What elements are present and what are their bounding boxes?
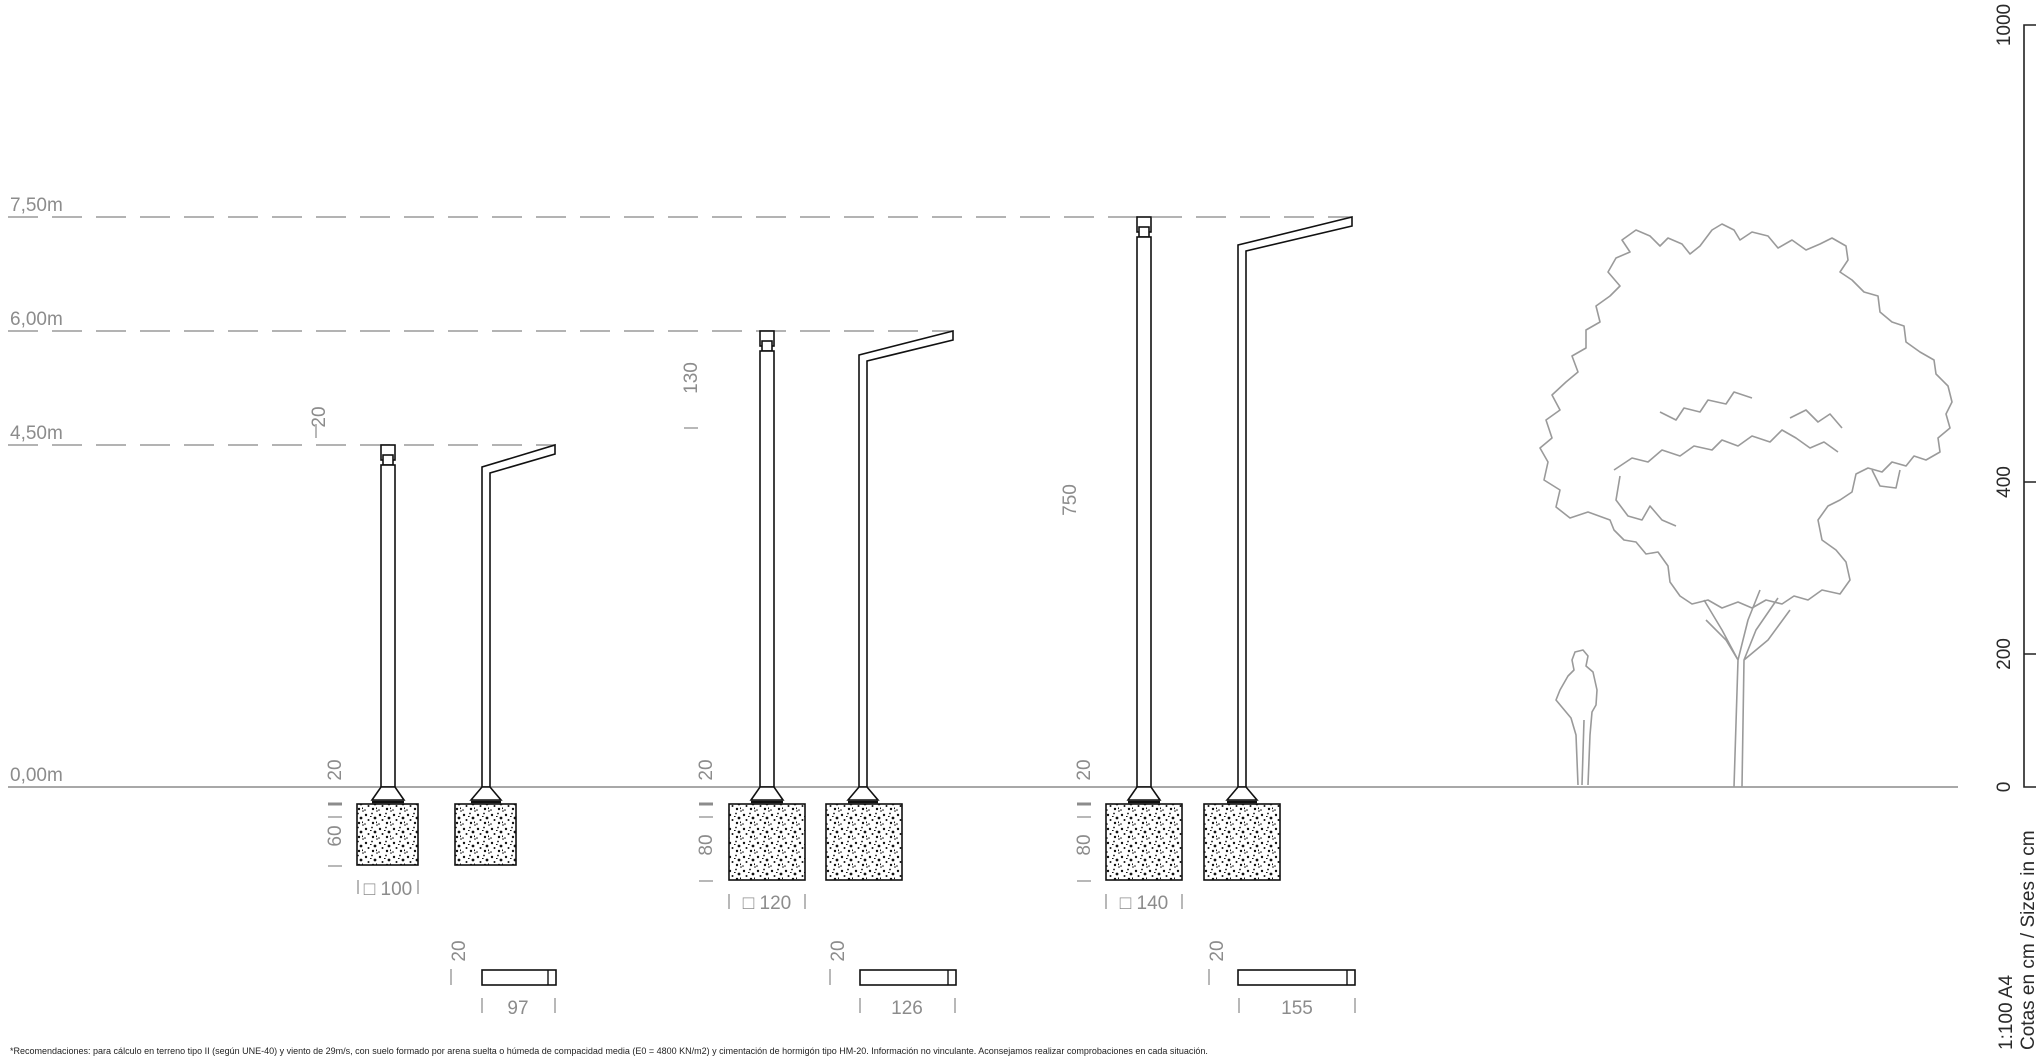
- scale-tick-0: 0: [1994, 782, 2015, 793]
- foundation-side-600: [825, 803, 903, 881]
- scale-tick-400: 400: [1994, 466, 2015, 498]
- tree-trunk: [1703, 589, 1791, 788]
- plan-length-750: 155: [1281, 998, 1313, 1019]
- plan-length-600: 126: [891, 998, 923, 1019]
- anchor-dim-750: 20: [1074, 759, 1095, 780]
- luminaire-750: 750 20 80 □ 140 20 155: [1060, 215, 1356, 1019]
- foundation-depth-600: 80: [696, 834, 717, 855]
- anchor-dim-600: 20: [696, 759, 717, 780]
- anchor-dim-450: 20: [325, 759, 346, 780]
- level-label-000: 0,00m: [10, 765, 63, 786]
- plan-thickness-750: 20: [1207, 940, 1228, 961]
- pole-dim-750: 750: [1060, 484, 1081, 516]
- side-view-pole-450: [469, 443, 556, 804]
- tree-canopy: [1539, 223, 1953, 609]
- foundation-front-750: [1105, 803, 1183, 881]
- plan-length-450: 97: [507, 998, 528, 1019]
- scale-bar: 0 200 400 1000 1:100 A4 Cotas en cm / Si…: [1994, 4, 2039, 1050]
- human-figure: [1555, 649, 1598, 786]
- side-view-pole-600: [846, 329, 954, 804]
- foundation-front-450: [356, 803, 419, 866]
- level-labels: 7,50m 6,00m 4,50m 0,00m: [10, 195, 63, 786]
- foundation-front-600: [728, 803, 806, 881]
- level-lines: [8, 216, 1958, 788]
- plan-view-head-600: [859, 969, 957, 986]
- footnote: *Recomendaciones: para cálculo en terren…: [10, 1046, 1208, 1056]
- foundation-depth-750: 80: [1074, 834, 1095, 855]
- plan-view-head-750: [1237, 969, 1356, 986]
- level-label-750: 7,50m: [10, 195, 63, 216]
- foundation-depth-450: 60: [325, 825, 346, 846]
- level-label-450: 4,50m: [10, 423, 63, 444]
- foundation-width-600: □ 120: [743, 893, 791, 914]
- plan-thickness-600: 20: [828, 940, 849, 961]
- side-view-pole-750: [1225, 215, 1353, 804]
- foundation-side-450: [454, 803, 517, 866]
- plan-thickness-450: 20: [449, 940, 470, 961]
- luminaire-600: 130 20 80 □ 120 20 126: [681, 329, 957, 1019]
- front-view-pole-450: [370, 444, 406, 804]
- scale-units: Cotas en cm / Sizes in cm: [2018, 830, 2039, 1050]
- luminaire-450: 20 20 60 □ 100 20 97: [309, 406, 557, 1019]
- scale-tick-1000: 1000: [1994, 4, 2015, 46]
- plan-view-head-450: [481, 969, 557, 986]
- tree-illustration: [1539, 223, 1953, 788]
- foundation-width-450: □ 100: [364, 879, 412, 900]
- level-label-600: 6,00m: [10, 309, 63, 330]
- scale-tick-200: 200: [1994, 638, 2015, 670]
- head-dim-450: 20: [309, 406, 330, 427]
- foundation-width-750: □ 140: [1120, 893, 1168, 914]
- foundation-side-750: [1203, 803, 1281, 881]
- scale-paper: 1:100 A4: [1996, 975, 2017, 1050]
- head-dim-600: 130: [681, 362, 702, 394]
- front-view-pole-750: [1126, 216, 1162, 804]
- front-view-pole-600: [749, 330, 785, 804]
